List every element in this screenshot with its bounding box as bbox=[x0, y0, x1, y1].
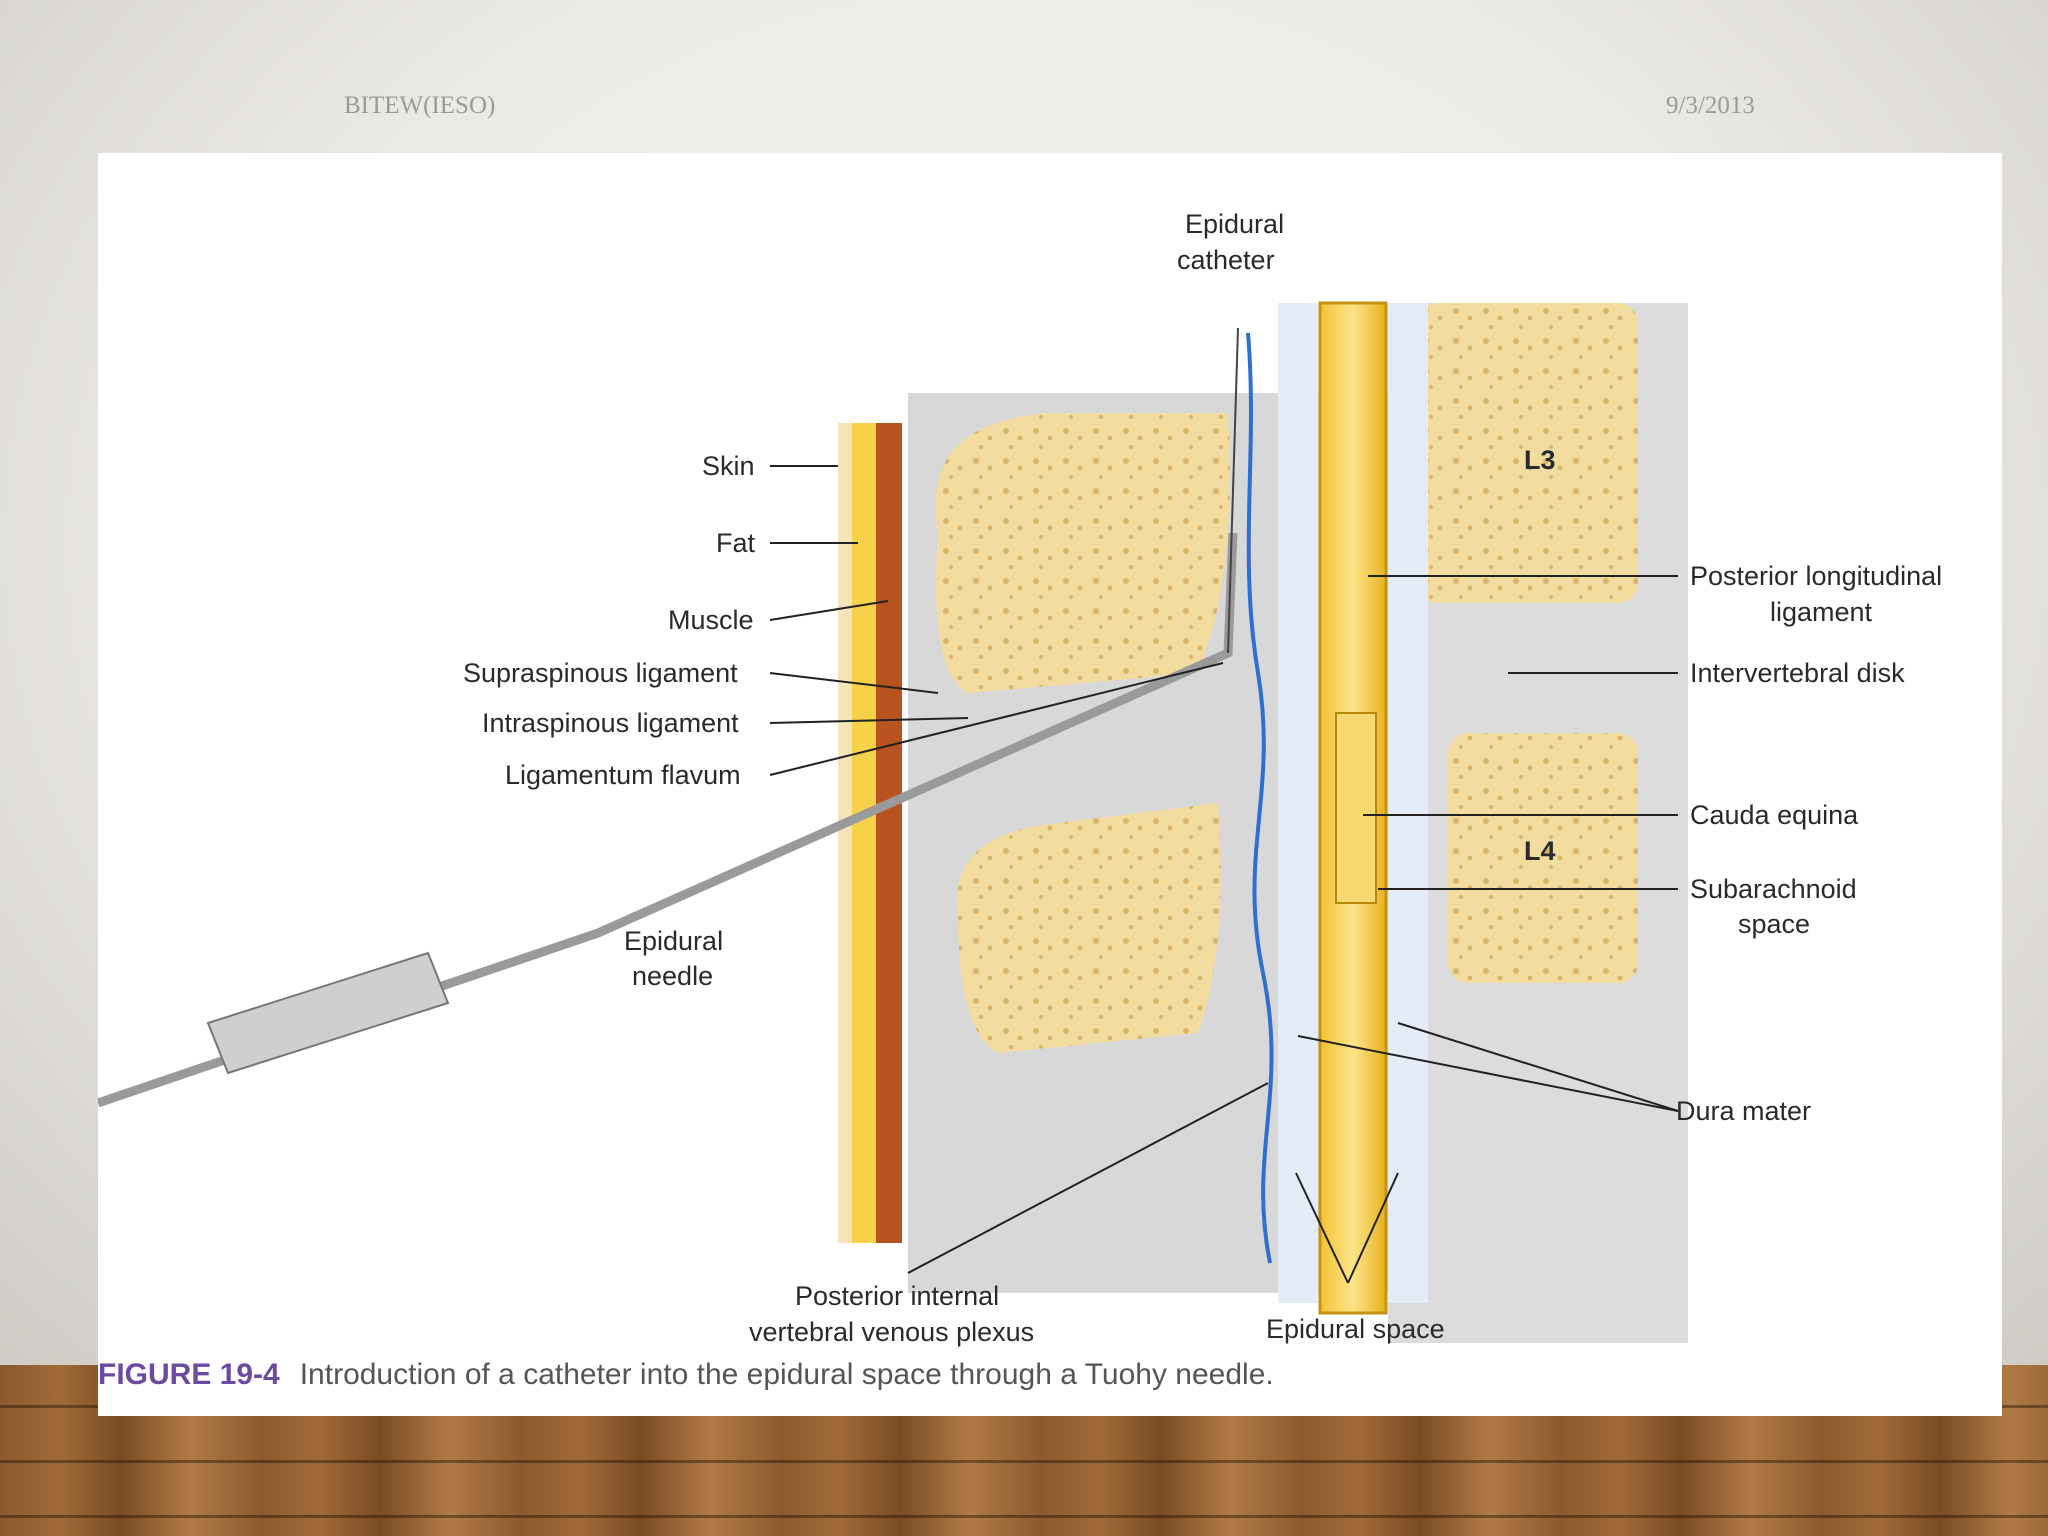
epidural-catheter bbox=[1227, 327, 1239, 654]
vertebra-l3 bbox=[1418, 303, 1638, 603]
label-epidural-catheter-2: catheter bbox=[1177, 245, 1275, 275]
label-posterior-plexus-2: vertebral venous plexus bbox=[749, 1317, 1034, 1347]
label-skin: Skin bbox=[702, 451, 755, 481]
l4-label: L4 bbox=[1524, 836, 1556, 866]
label-epidural-needle-2: needle bbox=[632, 961, 713, 991]
label-posterior-longitudinal-1: Posterior longitudinal bbox=[1690, 561, 1942, 591]
skin-layer bbox=[838, 423, 852, 1243]
label-intraspinous: Intraspinous ligament bbox=[482, 708, 739, 738]
venous-plexus bbox=[1246, 332, 1274, 1264]
label-posterior-longitudinal-2: ligament bbox=[1770, 597, 1873, 627]
label-epidural-needle-1: Epidural bbox=[624, 926, 723, 956]
figure-card: L3 L4 bbox=[98, 153, 2002, 1416]
l3-label: L3 bbox=[1524, 445, 1556, 475]
label-supraspinous: Supraspinous ligament bbox=[463, 658, 738, 688]
label-subarachnoid-2: space bbox=[1738, 909, 1810, 939]
epidural-diagram: L3 L4 bbox=[98, 209, 1942, 1347]
caption-text: Introduction of a catheter into the epid… bbox=[299, 1358, 1274, 1391]
fat-layer bbox=[852, 423, 876, 1243]
label-posterior-plexus-1: Posterior internal bbox=[795, 1281, 999, 1311]
figure-caption: FIGURE 19-4 Introduction of a catheter in… bbox=[98, 1358, 1274, 1392]
epidural-space-posterior bbox=[1278, 303, 1318, 1303]
caption-number: FIGURE 19-4 bbox=[98, 1358, 280, 1391]
label-ligamentum-flavum: Ligamentum flavum bbox=[505, 760, 741, 790]
leader-lines bbox=[769, 465, 1679, 1284]
label-fat: Fat bbox=[716, 528, 756, 558]
cauda-equina-window bbox=[1335, 712, 1377, 904]
muscle-layer bbox=[876, 423, 902, 1243]
vertebra-l4 bbox=[1448, 733, 1638, 983]
label-dura-mater: Dura mater bbox=[1676, 1096, 1811, 1126]
label-epidural-space: Epidural space bbox=[1266, 1314, 1445, 1344]
spinous-process-upper bbox=[935, 413, 1230, 693]
label-epidural-catheter-1: Epidural bbox=[1185, 209, 1284, 239]
label-cauda-equina: Cauda equina bbox=[1690, 800, 1859, 830]
header-date: 9/3/2013 bbox=[1666, 92, 1755, 119]
spinous-process-lower bbox=[957, 803, 1221, 1053]
label-muscle: Muscle bbox=[668, 605, 754, 635]
epidural-space-anterior bbox=[1388, 303, 1428, 1303]
label-subarachnoid-1: Subarachnoid bbox=[1690, 874, 1857, 904]
needle-hub bbox=[206, 951, 450, 1075]
label-intervertebral-disk: Intervertebral disk bbox=[1690, 658, 1905, 688]
header-author: BITEW(IESO) bbox=[344, 92, 496, 119]
